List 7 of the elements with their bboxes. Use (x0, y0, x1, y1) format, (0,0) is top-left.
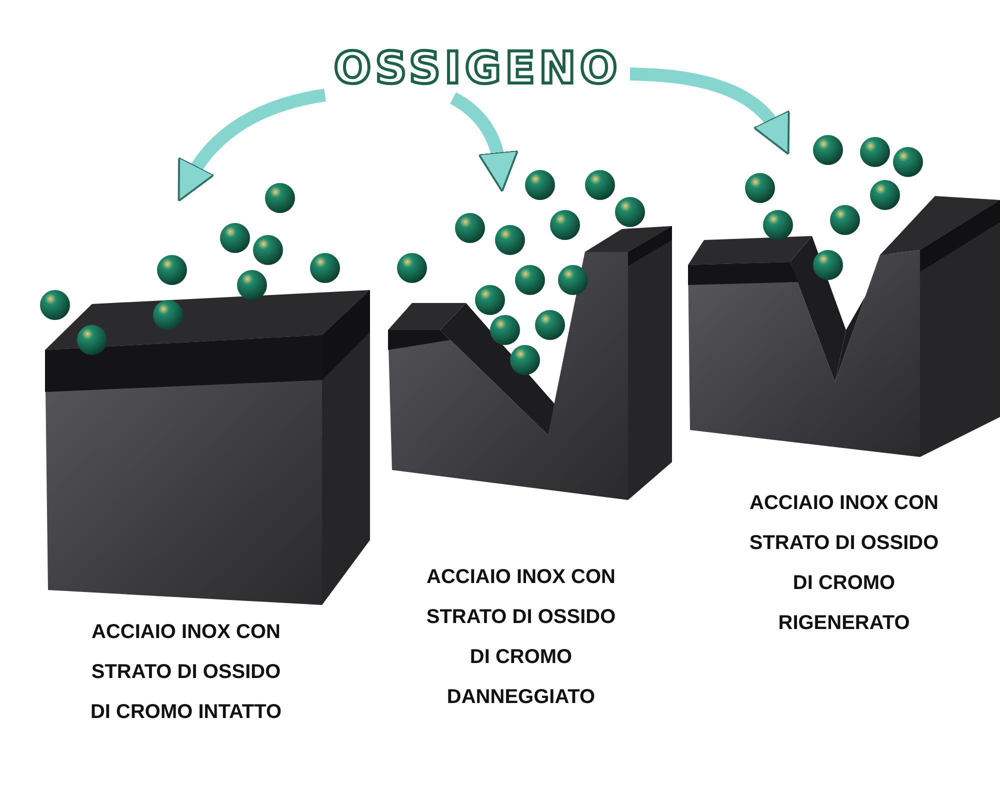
caption-text: ACCIAIO INOX CON STRATO DI OSSIDO DI CROMO RIGENERATO (748, 491, 940, 636)
caption-text: ACCIAIO INOX CON STRATO DI OSSIDO DI CROMO DANNEGGIATO (425, 565, 617, 710)
curved-arrow (450, 92, 518, 192)
curved-arrow (176, 88, 326, 202)
curved-arrow (630, 68, 791, 154)
title-text: OSSIGENO (334, 42, 622, 94)
caption-text: ACCIAIO INOX CON STRATO DI OSSIDO DI CROMO INTATTO (89, 620, 283, 725)
